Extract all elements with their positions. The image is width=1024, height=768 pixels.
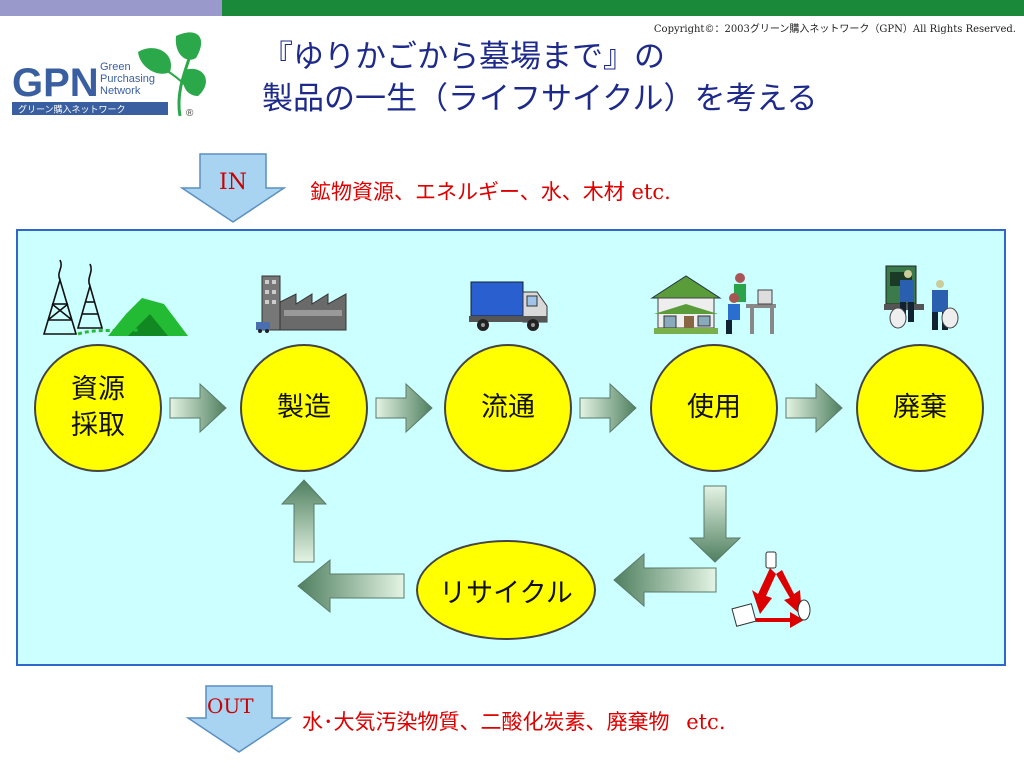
top-bar-green [222, 0, 1024, 16]
mining-icon [42, 259, 188, 336]
title-line-1: 『ゆりかごから墓場まで』の [262, 39, 665, 75]
title-line-2: 製品の一生（ライフサイクル）を考える [262, 81, 818, 117]
stage-disposal: 廃棄 [856, 344, 984, 472]
output-etc: etc. [686, 710, 726, 734]
input-etc: etc. [631, 180, 671, 204]
out-label: OUT [207, 694, 254, 718]
output-emissions: 水･大気汚染物質、二酸化炭素、廃棄物 etc. [302, 706, 726, 736]
logo-word-purchasing: Purchasing [100, 73, 155, 85]
stage-distribution: 流通 [444, 344, 572, 472]
copyright-notice: Copyright©：2003グリーン購入ネットワーク（GPN）All Righ… [653, 24, 1016, 35]
logo-japanese: グリーン購入ネットワーク [18, 104, 126, 116]
logo-word-network: Network [100, 85, 141, 97]
stage-manufacturing: 製造 [240, 344, 368, 472]
stage-resource-extraction: 資源 採取 [34, 344, 162, 472]
logo-mark: GPN [12, 61, 99, 105]
top-bar-lavender [0, 0, 222, 16]
house-office-icon [650, 273, 776, 334]
recycle-triangle-icon [731, 551, 811, 628]
in-label: IN [219, 170, 247, 195]
logo-word-green: Green [100, 61, 131, 73]
logo-registered: ® [186, 108, 194, 119]
stage-recycle: リサイクル [416, 540, 596, 640]
factory-icon [256, 275, 347, 333]
input-resources-text: 鉱物資源、エネルギー、水、木材 [310, 180, 625, 204]
input-resources: 鉱物資源、エネルギー、水、木材 etc. [310, 176, 671, 206]
stage-use: 使用 [650, 344, 778, 472]
in-arrow [179, 153, 287, 223]
out-arrow [185, 685, 293, 753]
gpn-logo: GPN Green Purchasing Network グリーン購入ネットワー… [12, 32, 206, 119]
truck-icon [469, 281, 548, 331]
garbage-truck-icon [884, 265, 959, 330]
page-title: 『ゆりかごから墓場まで』の 製品の一生（ライフサイクル）を考える [262, 36, 818, 120]
output-emissions-text: 水･大気汚染物質、二酸化炭素、廃棄物 [302, 710, 670, 734]
